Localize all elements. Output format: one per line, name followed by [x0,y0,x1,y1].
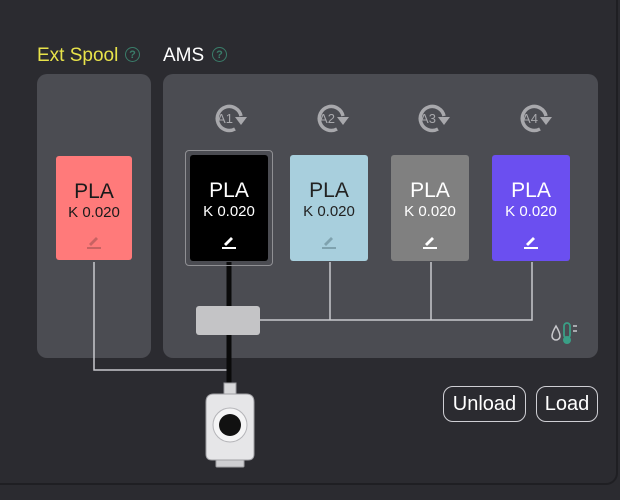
slot-tag-label: A4 [522,111,538,126]
window-frame [0,0,618,485]
unload-button[interactable]: Unload [443,386,526,422]
tray-k-value: K 0.020 [203,203,255,220]
slot-a2-refresh-icon[interactable]: A2 [312,99,350,137]
edit-pencil-icon[interactable] [421,234,439,250]
tray-a1[interactable]: PLA K 0.020 [190,155,268,261]
tray-a3[interactable]: PLA K 0.020 [391,155,469,261]
tray-material: PLA [74,180,114,203]
tray-material: PLA [410,179,450,202]
slot-a4-refresh-icon[interactable]: A4 [515,99,553,137]
edit-pencil-icon[interactable] [320,234,338,250]
edit-pencil-icon[interactable] [220,234,238,250]
slot-tag-label: A3 [420,111,436,126]
edit-pencil-icon[interactable] [522,234,540,250]
tray-a1-selection-frame [185,150,273,266]
slot-a1-refresh-icon[interactable]: A1 [210,99,248,137]
tray-material: PLA [209,179,249,202]
edit-pencil-icon[interactable] [85,234,103,250]
tray-k-value: K 0.020 [303,203,355,220]
slot-tag-label: A2 [319,111,335,126]
ams-label: AMS [163,45,205,66]
tray-material: PLA [511,179,551,202]
tray-k-value: K 0.020 [505,203,557,220]
humidity-thermometer-icon[interactable] [550,320,580,346]
tray-a4[interactable]: PLA K 0.020 [492,155,570,261]
ams-hub [196,306,260,335]
tray-a2[interactable]: PLA K 0.020 [290,155,368,261]
slot-tag-label: A1 [217,111,233,126]
load-button[interactable]: Load [536,386,598,422]
ext-spool-label: Ext Spool [37,45,119,66]
ext-spool-tray[interactable]: PLA K 0.020 [56,156,132,260]
ams-help-icon[interactable]: ? [212,47,227,62]
extruder-toolhead-icon [200,382,260,468]
tray-material: PLA [309,179,349,202]
slot-a3-refresh-icon[interactable]: A3 [413,99,451,137]
ext-help-icon[interactable]: ? [125,47,140,62]
tray-k-value: K 0.020 [404,203,456,220]
tray-k-value: K 0.020 [68,204,120,221]
